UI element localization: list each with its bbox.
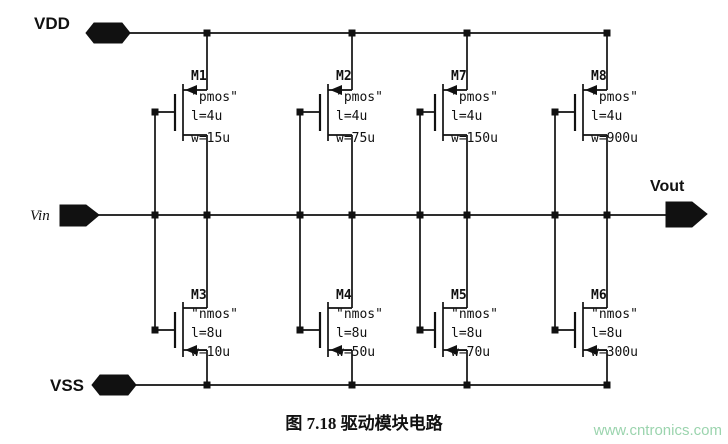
junction-dot [416,326,424,334]
stage-3: M7 "pmos" l=4u w=150u M5 "nmos" l=8u w=7… [416,29,498,389]
source-arrow-icon [445,85,457,95]
junction-dot [463,381,471,389]
transistor-name: M2 [336,69,352,84]
transistor-width: w=75u [336,131,375,146]
transistor-length: l=8u [591,326,622,341]
transistor-model: "nmos" [451,307,498,322]
transistor-M2-pmos: M2 "pmos" l=4u w=75u [300,33,383,215]
source-arrow-icon [185,85,197,95]
junction-dot [463,211,471,219]
junction-dot [463,29,471,37]
transistor-model: "pmos" [191,90,238,105]
junction-dot [348,381,356,389]
vss-pin [91,374,137,396]
transistor-width: w=150u [451,131,498,146]
junction-dot [551,108,559,116]
junction-dot [603,381,611,389]
junction-dot [603,29,611,37]
junction-dot [296,211,304,219]
junction-dot [551,211,559,219]
transistor-M7-pmos: M7 "pmos" l=4u w=150u [420,33,498,215]
vdd-label: VDD [34,14,70,33]
transistor-name: M1 [191,69,207,84]
junction-dot [151,211,159,219]
junction-dot [296,108,304,116]
transistor-model: "nmos" [336,307,383,322]
transistor-length: l=8u [336,326,367,341]
junction-dot [416,211,424,219]
transistor-length: l=8u [451,326,482,341]
transistor-name: M4 [336,288,352,303]
transistor-width: w=15u [191,131,230,146]
source-arrow-icon [585,85,597,95]
transistor-model: "pmos" [451,90,498,105]
junction-dot [603,211,611,219]
transistor-M4-nmos: M4 "nmos" l=8u w=50u [300,215,383,385]
input-pin [59,204,100,227]
stage-2: M2 "pmos" l=4u w=75u M4 "nmos" l=8u w=50… [296,29,383,389]
signal-path: Vin Vout [30,178,708,228]
transistor-length: l=4u [451,109,482,124]
junction-dot [151,108,159,116]
stage-4: M8 "pmos" l=4u w=900u M6 "nmos" l=8u w=3… [551,29,638,389]
junction-dot [296,326,304,334]
transistor-name: M3 [191,288,207,303]
vout-label: Vout [650,178,685,195]
stage-1: M1 "pmos" l=4u w=15u M3 "nmos" l=8u w=10… [151,29,238,389]
output-pin [665,201,708,228]
transistor-length: l=4u [336,109,367,124]
transistor-length: l=4u [591,109,622,124]
transistor-width: w=70u [451,345,490,360]
source-arrow-icon [185,345,197,355]
junction-dot [416,108,424,116]
transistor-name: M5 [451,288,467,303]
source-arrow-icon [330,345,342,355]
transistor-M1-pmos: M1 "pmos" l=4u w=15u [155,33,238,215]
source-arrow-icon [445,345,457,355]
junction-dot [203,381,211,389]
transistor-width: w=900u [591,131,638,146]
transistor-model: "nmos" [591,307,638,322]
source-arrow-icon [585,345,597,355]
vdd-pin [85,22,131,44]
transistor-length: l=8u [191,326,222,341]
junction-dot [551,326,559,334]
transistor-name: M8 [591,69,607,84]
transistor-M6-nmos: M6 "nmos" l=8u w=300u [555,215,638,385]
source-arrow-icon [330,85,342,95]
transistor-M5-nmos: M5 "nmos" l=8u w=70u [420,215,498,385]
junction-dot [203,29,211,37]
transistor-name: M7 [451,69,467,84]
transistor-name: M6 [591,288,607,303]
transistor-model: "pmos" [336,90,383,105]
transistor-model: "nmos" [191,307,238,322]
junction-dot [348,29,356,37]
vdd-rail: VDD [34,14,607,44]
figure-caption: 图 7.18 驱动模块电路 [285,413,443,433]
transistor-width: w=10u [191,345,230,360]
transistor-M8-pmos: M8 "pmos" l=4u w=900u [555,33,638,215]
transistor-model: "pmos" [591,90,638,105]
junction-dot [203,211,211,219]
transistor-width: w=300u [591,345,638,360]
vss-rail: VSS [50,374,607,396]
junction-dot [151,326,159,334]
transistor-M3-nmos: M3 "nmos" l=8u w=10u [155,215,238,385]
vin-label: Vin [30,208,50,224]
vss-label: VSS [50,376,84,395]
watermark-text: www.cntronics.com [593,422,722,439]
junction-dot [348,211,356,219]
transistor-length: l=4u [191,109,222,124]
transistor-width: w=50u [336,345,375,360]
